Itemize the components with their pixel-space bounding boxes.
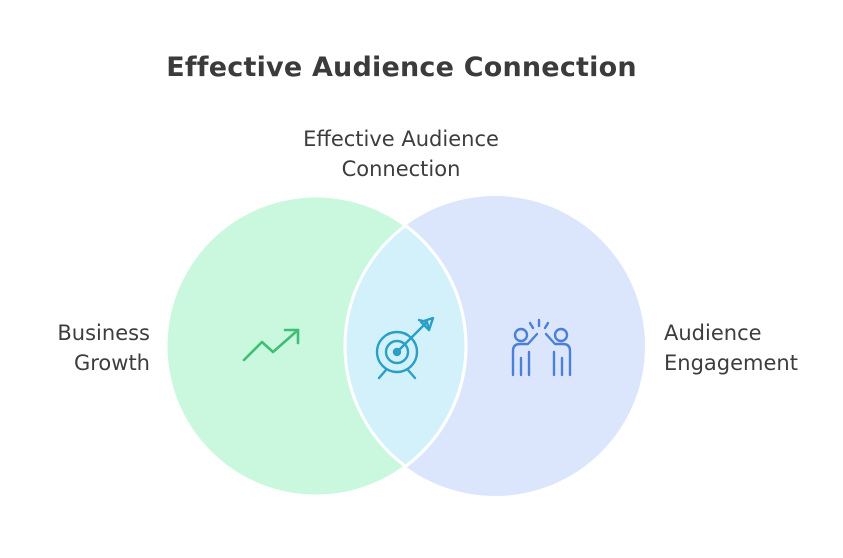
left-circle-label: Business Growth xyxy=(57,321,150,375)
intersection-area xyxy=(345,196,466,496)
target-arrow-icon xyxy=(375,316,435,380)
right-circle-label: Audience Engagement xyxy=(664,321,798,375)
diagram-title: Effective Audience Connection xyxy=(166,52,637,83)
high-five-icon xyxy=(511,318,572,377)
intersection-label: Effective Audience Connection xyxy=(303,127,499,181)
trending-up-icon xyxy=(242,328,300,362)
